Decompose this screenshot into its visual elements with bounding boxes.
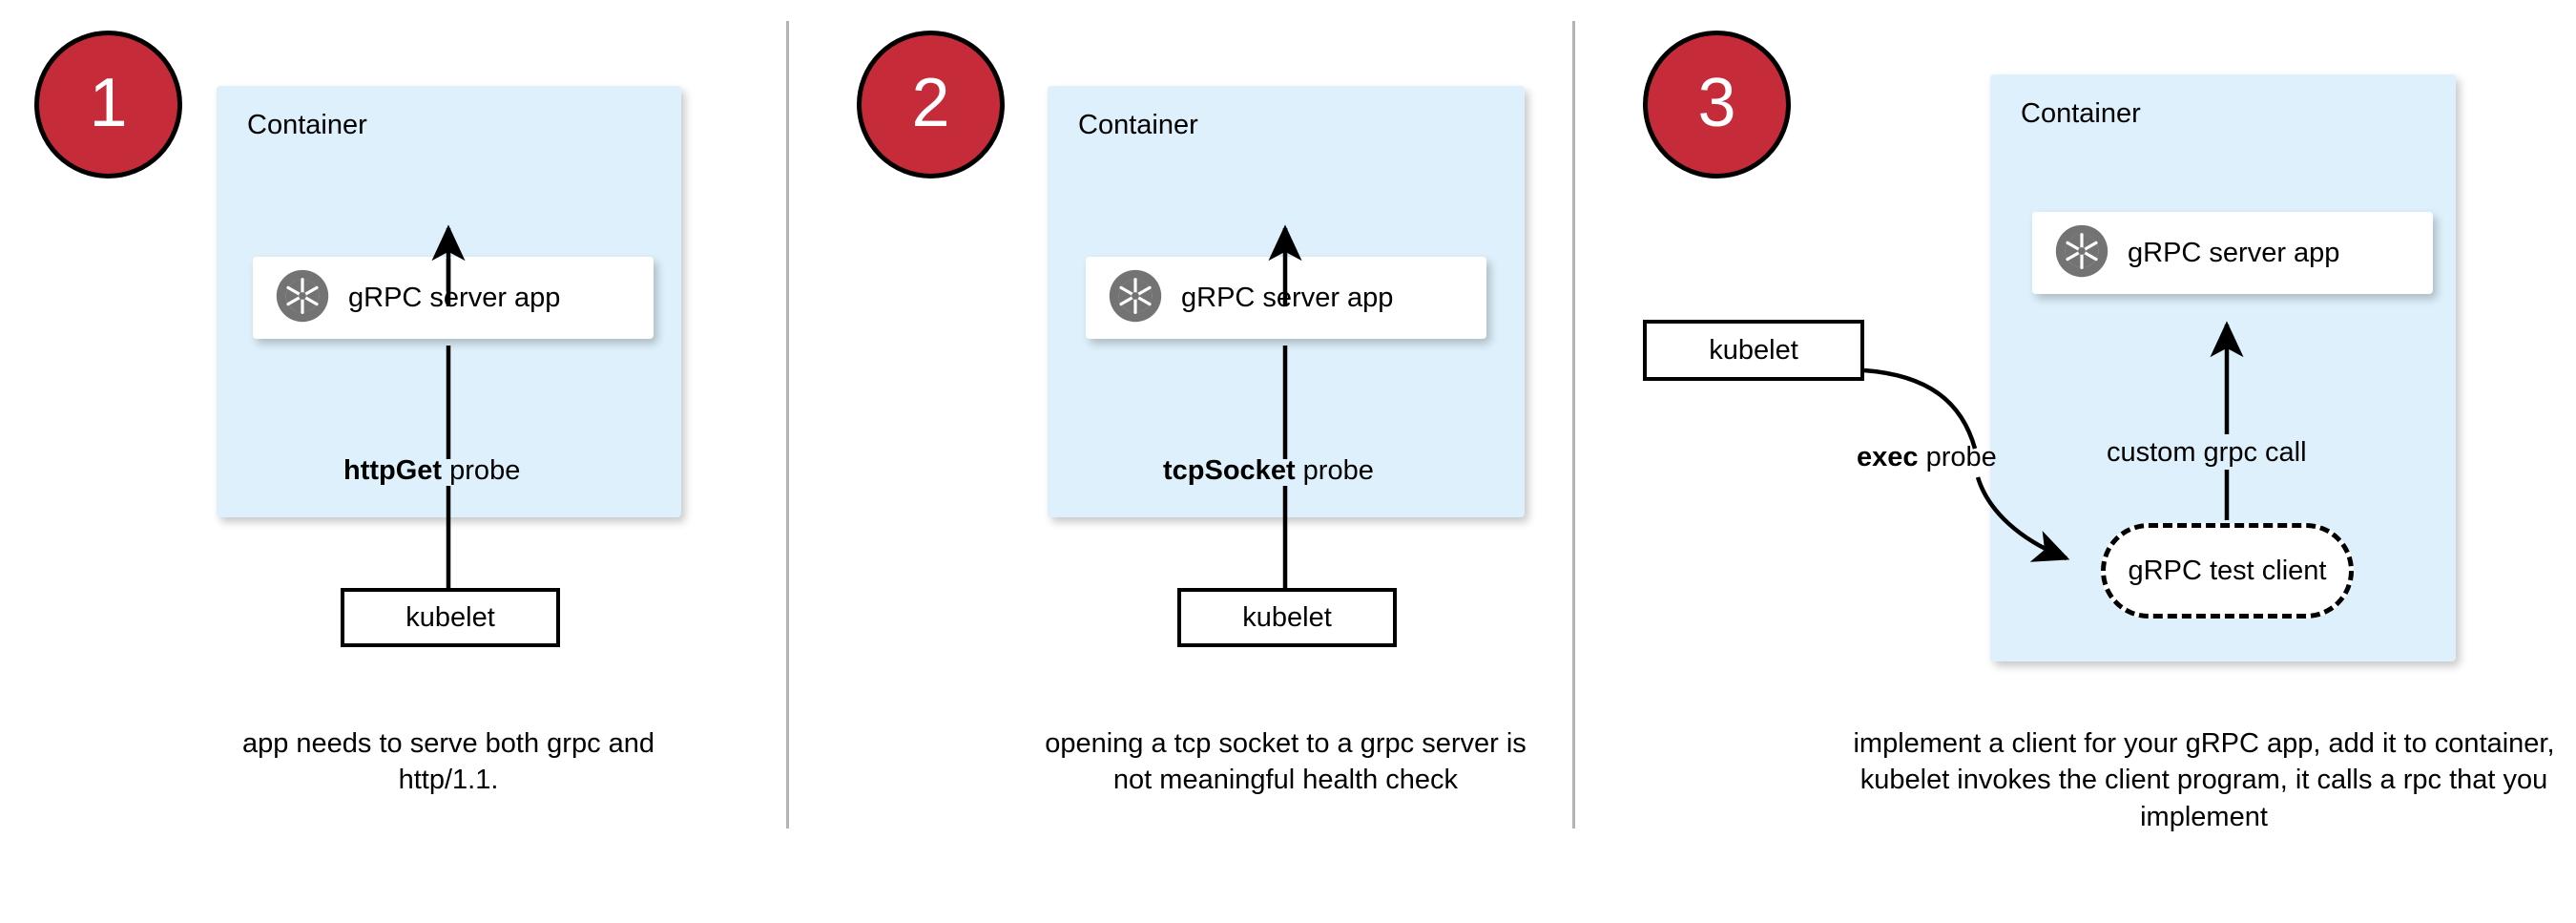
panel-divider-1 bbox=[786, 21, 789, 829]
caption-1: app needs to serve both grpc and http/1.… bbox=[241, 728, 655, 796]
probe-label-3-bold: exec bbox=[1857, 442, 1919, 472]
kubelet-box-2: kubelet bbox=[1177, 588, 1397, 647]
grpc-aperture-icon bbox=[274, 267, 331, 329]
probe-label-1: httpGet probe bbox=[343, 455, 520, 487]
custom-grpc-call-label: custom grpc call bbox=[2107, 437, 2307, 468]
probe-label-1-bold: httpGet bbox=[343, 455, 443, 486]
grpc-aperture-icon bbox=[1107, 267, 1164, 329]
step-badge-2: 2 bbox=[857, 31, 1005, 178]
kubelet-label-3: kubelet bbox=[1709, 334, 1798, 366]
grpc-aperture-icon bbox=[2053, 222, 2110, 284]
container-label-1: Container bbox=[247, 110, 367, 140]
grpc-server-app-label-3: gRPC server app bbox=[2128, 237, 2340, 268]
step-badge-2-number: 2 bbox=[911, 64, 950, 141]
probe-label-2: tcpSocket probe bbox=[1163, 455, 1374, 487]
grpc-test-client-shape: gRPC test client bbox=[2101, 523, 2354, 619]
grpc-server-app-card-2: gRPC server app bbox=[1086, 257, 1486, 339]
probe-label-1-rest: probe bbox=[442, 455, 521, 486]
kubelet-box-1: kubelet bbox=[341, 588, 560, 647]
panel-divider-2 bbox=[1572, 21, 1575, 829]
grpc-server-app-label-1: gRPC server app bbox=[348, 282, 561, 313]
step-badge-1: 1 bbox=[34, 31, 182, 178]
step-badge-3-number: 3 bbox=[1697, 64, 1736, 141]
probe-label-3-rest: probe bbox=[1918, 442, 1997, 472]
grpc-server-app-card-3: gRPC server app bbox=[2032, 212, 2433, 294]
container-label-3: Container bbox=[2021, 98, 2141, 129]
grpc-server-app-card-1: gRPC server app bbox=[253, 257, 654, 339]
grpc-server-app-label-2: gRPC server app bbox=[1181, 282, 1394, 313]
kubelet-box-3: kubelet bbox=[1643, 320, 1864, 381]
grpc-test-client-label: gRPC test client bbox=[2128, 555, 2327, 586]
container-label-2: Container bbox=[1078, 110, 1198, 140]
kubelet-label-1: kubelet bbox=[405, 601, 495, 633]
probe-label-2-bold: tcpSocket bbox=[1163, 455, 1296, 486]
caption-2: opening a tcp socket to a grpc server is… bbox=[1045, 728, 1527, 796]
probe-label-3: exec probe bbox=[1857, 442, 1997, 473]
caption-3: implement a client for your gRPC app, ad… bbox=[1853, 728, 2555, 832]
kubelet-label-2: kubelet bbox=[1242, 601, 1332, 633]
step-badge-1-number: 1 bbox=[89, 64, 128, 141]
step-badge-3: 3 bbox=[1643, 31, 1791, 178]
probe-label-2-rest: probe bbox=[1295, 455, 1374, 486]
